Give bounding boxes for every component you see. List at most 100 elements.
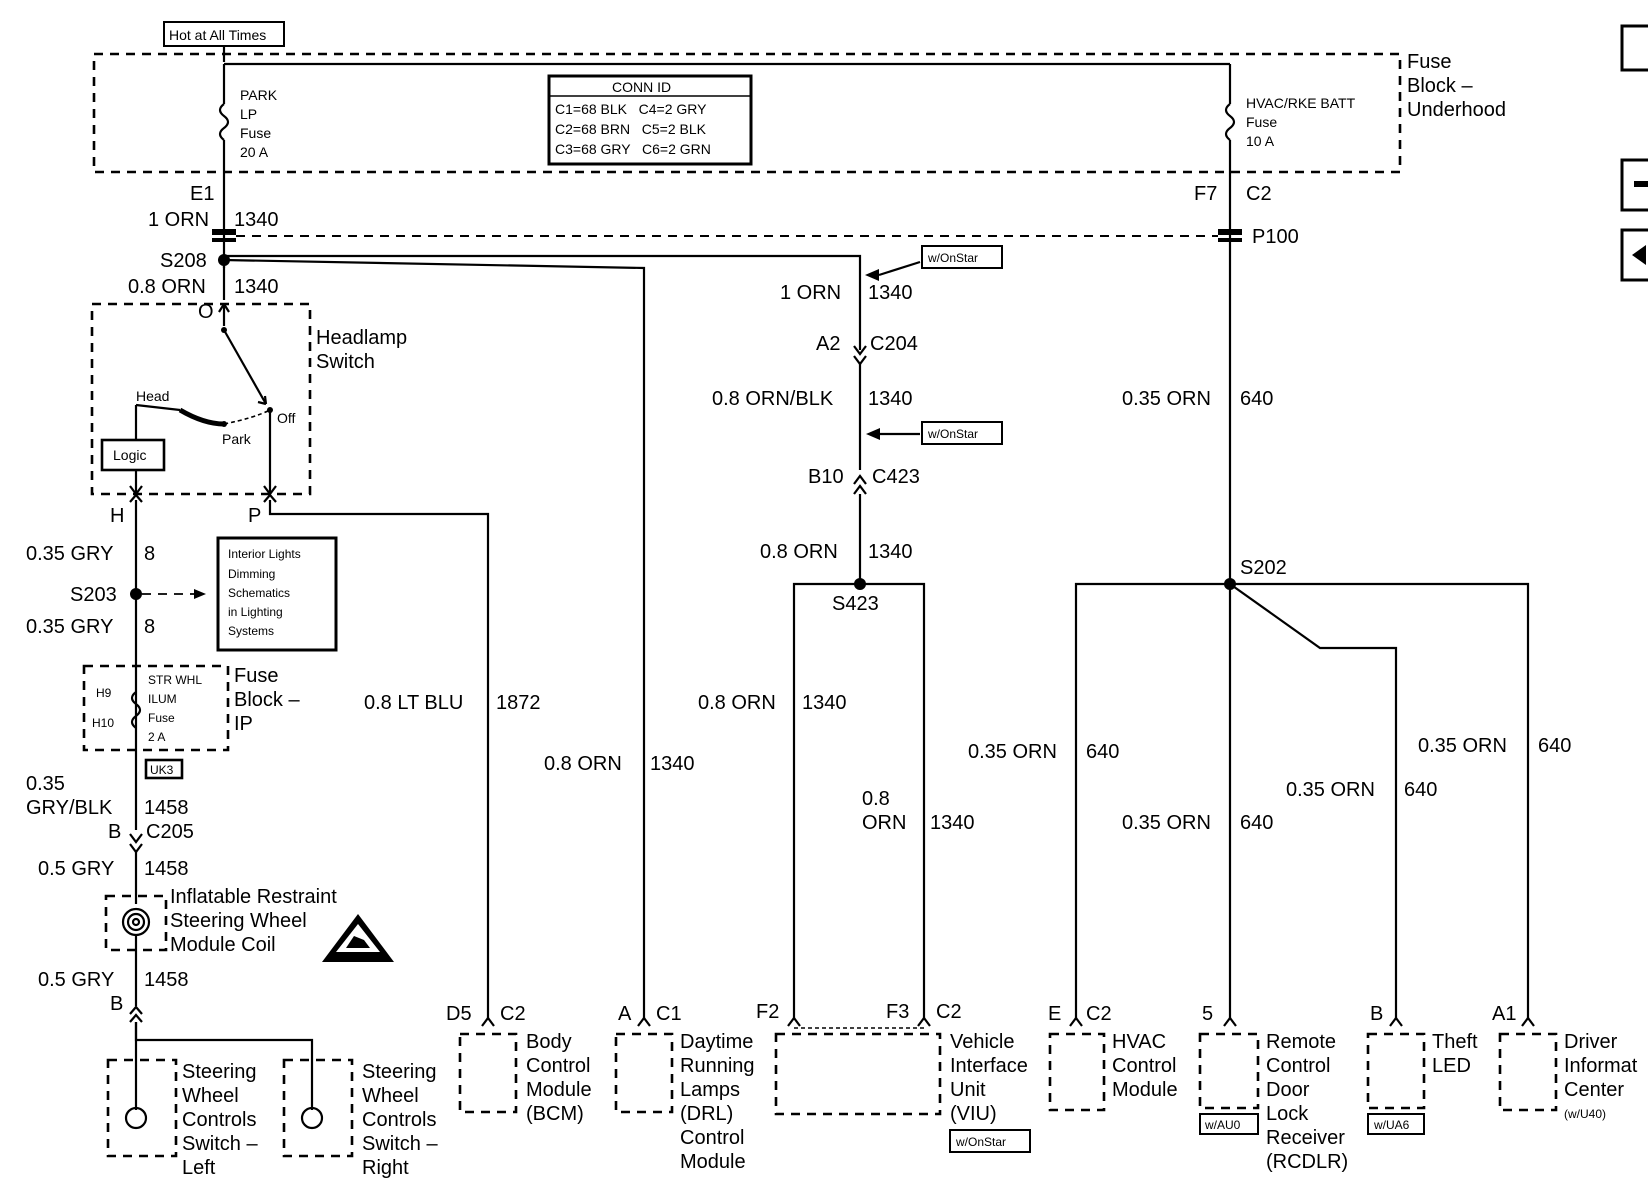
svg-text:S208: S208 <box>160 250 207 272</box>
svg-text:Wheel: Wheel <box>182 1085 239 1107</box>
steering-wheel-controls-switch-right: Steering Wheel Controls Switch – Right <box>282 1058 438 1179</box>
svg-text:Systems: Systems <box>228 624 274 638</box>
svg-text:(VIU): (VIU) <box>950 1103 997 1125</box>
svg-text:CONN ID: CONN ID <box>612 79 671 95</box>
svg-text:Wheel: Wheel <box>362 1085 419 1107</box>
svg-text:0.35 GRY: 0.35 GRY <box>26 616 113 638</box>
svg-text:ILUM: ILUM <box>148 692 177 706</box>
svg-text:Informat: Informat <box>1564 1055 1638 1077</box>
connector-b-c205: B <box>108 821 121 843</box>
svg-text:S202: S202 <box>1240 557 1287 579</box>
svg-text:Right: Right <box>362 1157 409 1179</box>
svg-text:Fuse: Fuse <box>1407 51 1451 73</box>
svg-text:Vehicle: Vehicle <box>950 1031 1015 1053</box>
svg-text:F7: F7 <box>1194 183 1217 205</box>
svg-text:8: 8 <box>144 543 155 565</box>
svg-text:C423: C423 <box>872 466 920 488</box>
svg-text:640: 640 <box>1404 779 1437 801</box>
svg-text:B: B <box>110 993 123 1015</box>
wire-blu-color: 0.8 LT BLU <box>364 692 463 714</box>
wire-left-2-circuit: 1340 <box>234 276 279 298</box>
svg-text:Off: Off <box>277 410 296 426</box>
connector-h: H <box>110 505 124 527</box>
svg-text:F3: F3 <box>886 1001 909 1023</box>
module-viu: F2 F3 C2 Vehicle Interface Unit (VIU) w/… <box>756 1001 1031 1153</box>
svg-text:E: E <box>1048 1003 1061 1025</box>
onstar-tag-2: w/OnStar <box>921 421 1003 445</box>
svg-text:Module Coil: Module Coil <box>170 934 276 956</box>
svg-text:Remote: Remote <box>1266 1031 1336 1053</box>
svg-text:w/AU0: w/AU0 <box>1204 1118 1241 1132</box>
svg-text:640: 640 <box>1240 812 1273 834</box>
svg-text:1340: 1340 <box>650 753 695 775</box>
svg-text:640: 640 <box>1240 388 1273 410</box>
svg-text:D5: D5 <box>446 1003 472 1025</box>
svg-text:0.35 ORN: 0.35 ORN <box>1122 812 1211 834</box>
svg-text:0.8 ORN/BLK: 0.8 ORN/BLK <box>712 388 834 410</box>
svg-text:0.5 GRY: 0.5 GRY <box>38 969 114 991</box>
interior-lights-note: Interior Lights Dimming Schematics in Li… <box>216 536 338 652</box>
svg-text:ORN: ORN <box>862 812 906 834</box>
svg-text:Steering Wheel: Steering Wheel <box>170 910 307 932</box>
svg-text:Door: Door <box>1266 1079 1310 1101</box>
hot-at-all-times-label: Hot at All Times <box>163 21 285 47</box>
svg-text:Controls: Controls <box>182 1109 256 1131</box>
svg-text:Schematics: Schematics <box>228 586 290 600</box>
svg-text:IP: IP <box>234 713 253 735</box>
svg-text:Switch –: Switch – <box>362 1133 438 1155</box>
svg-text:10 A: 10 A <box>1246 133 1275 149</box>
hvac-rke-batt-fuse: HVAC/RKE BATT Fuse 10 A <box>1224 64 1356 176</box>
svg-text:0.35 ORN: 0.35 ORN <box>1418 735 1507 757</box>
svg-text:Underhood: Underhood <box>1407 99 1506 121</box>
back-arrow-button[interactable] <box>1620 228 1648 282</box>
svg-text:0.8 ORN: 0.8 ORN <box>544 753 622 775</box>
svg-text:Control: Control <box>526 1055 590 1077</box>
svg-text:1340: 1340 <box>868 541 913 563</box>
svg-text:GRY/BLK: GRY/BLK <box>26 797 113 819</box>
wire-left-1-color: 1 ORN <box>148 209 209 231</box>
svg-text:Hot at All Times: Hot at All Times <box>169 27 266 43</box>
p100-inline-connector-left <box>212 229 236 242</box>
svg-text:20 A: 20 A <box>240 144 269 160</box>
svg-text:C2: C2 <box>500 1003 526 1025</box>
splice-s203 <box>130 588 142 600</box>
wire-1340-to-drl <box>223 258 646 1018</box>
collapse-button[interactable] <box>1620 158 1648 212</box>
svg-text:2 A: 2 A <box>148 730 165 744</box>
fuse-block-ip: H9 H10 STR WHL ILUM Fuse 2 A Fuse Block … <box>82 664 300 780</box>
svg-text:640: 640 <box>1538 735 1571 757</box>
svg-text:UK3: UK3 <box>150 763 174 777</box>
svg-text:1458: 1458 <box>144 858 189 880</box>
svg-text:A: A <box>618 1003 632 1025</box>
inflatable-restraint-coil: Inflatable Restraint Steering Wheel Modu… <box>104 886 394 962</box>
svg-text:HVAC/RKE BATT: HVAC/RKE BATT <box>1246 95 1356 111</box>
svg-text:1458: 1458 <box>144 969 189 991</box>
svg-text:A2: A2 <box>816 333 840 355</box>
svg-text:Module: Module <box>680 1151 746 1173</box>
svg-text:w/OnStar: w/OnStar <box>927 427 978 441</box>
connector-e1: E1 <box>190 183 214 205</box>
svg-text:5: 5 <box>1202 1003 1213 1025</box>
svg-text:0.8: 0.8 <box>862 788 890 810</box>
module-rcdlr: 5 w/AU0 Remote Control Door Lock Receive… <box>1198 1003 1348 1173</box>
wire-left-1-circuit: 1340 <box>234 209 279 231</box>
svg-text:Inflatable Restraint: Inflatable Restraint <box>170 886 337 908</box>
svg-text:Controls: Controls <box>362 1109 436 1131</box>
connector-o: O <box>198 301 214 323</box>
svg-text:Control: Control <box>1112 1055 1176 1077</box>
svg-text:LED: LED <box>1432 1055 1471 1077</box>
svg-text:Interface: Interface <box>950 1055 1028 1077</box>
svg-text:Switch: Switch <box>316 351 375 373</box>
svg-text:Body: Body <box>526 1031 572 1053</box>
svg-text:C1=68 BLK C4=2 GRY: C1=68 BLK C4=2 GRY <box>555 101 707 117</box>
svg-text:(BCM): (BCM) <box>526 1103 584 1125</box>
svg-text:Interior Lights: Interior Lights <box>228 547 301 561</box>
wire-blu-circuit: 1872 <box>496 692 541 714</box>
module-bcm: D5 C2 Body Control Module (BCM) <box>446 1003 592 1125</box>
headlamp-switch: Headlamp Switch Head Park Off Logic <box>90 302 407 496</box>
svg-text:HVAC: HVAC <box>1112 1031 1166 1053</box>
svg-text:Switch –: Switch – <box>182 1133 258 1155</box>
svg-text:1340: 1340 <box>930 812 975 834</box>
svg-text:Steering: Steering <box>362 1061 437 1083</box>
svg-text:Lamps: Lamps <box>680 1079 740 1101</box>
